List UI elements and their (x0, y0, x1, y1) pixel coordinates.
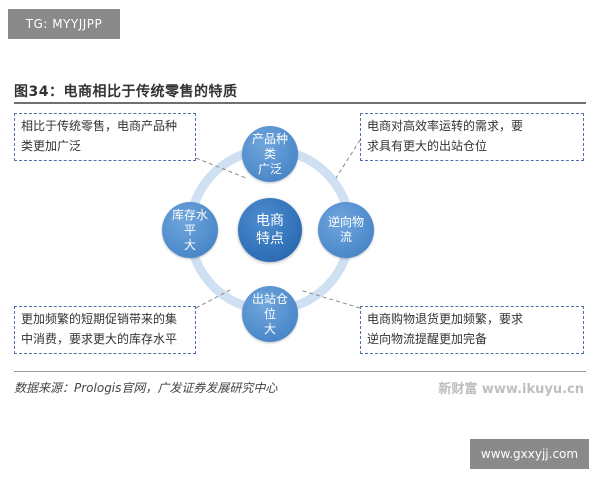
node-center: 电商 特点 (238, 198, 302, 262)
box-top-left: 相比于传统零售，电商产品种 类更加广泛 (14, 113, 196, 161)
box-top-right: 电商对高效率运转的需求，要 求具有更大的出站仓位 (360, 113, 584, 161)
figure-title: 图34：电商相比于传统零售的特质 (14, 84, 238, 100)
connector-top-left (195, 157, 247, 179)
box-bottom-left: 更加频繁的短期促销带来的集 中消费，要求更大的库存水平 (14, 306, 196, 354)
node-product-variety: 产品种类 广泛 (242, 126, 298, 182)
connector-bottom-right (299, 289, 361, 309)
box-bottom-right: 电商购物退货更加频繁，要求 逆向物流提醒更加完备 (360, 306, 584, 354)
node-inventory-level: 库存水平 大 (162, 202, 218, 258)
title-rule (14, 102, 586, 104)
node-reverse-logistics: 逆向物流 (318, 202, 374, 258)
source-note: 数据来源：Prologis官网，广发证券发展研究中心 (14, 381, 278, 395)
connector-top-right (335, 139, 361, 179)
watermark-top: TG: MYYJJPP (8, 9, 120, 39)
node-outbound-capacity: 出站仓位 大 (242, 286, 298, 342)
source-rule (14, 371, 586, 372)
site-watermark: 新财富 www.ikuyu.cn (438, 382, 584, 397)
watermark-bottom: www.gxxyjj.com (470, 439, 589, 469)
